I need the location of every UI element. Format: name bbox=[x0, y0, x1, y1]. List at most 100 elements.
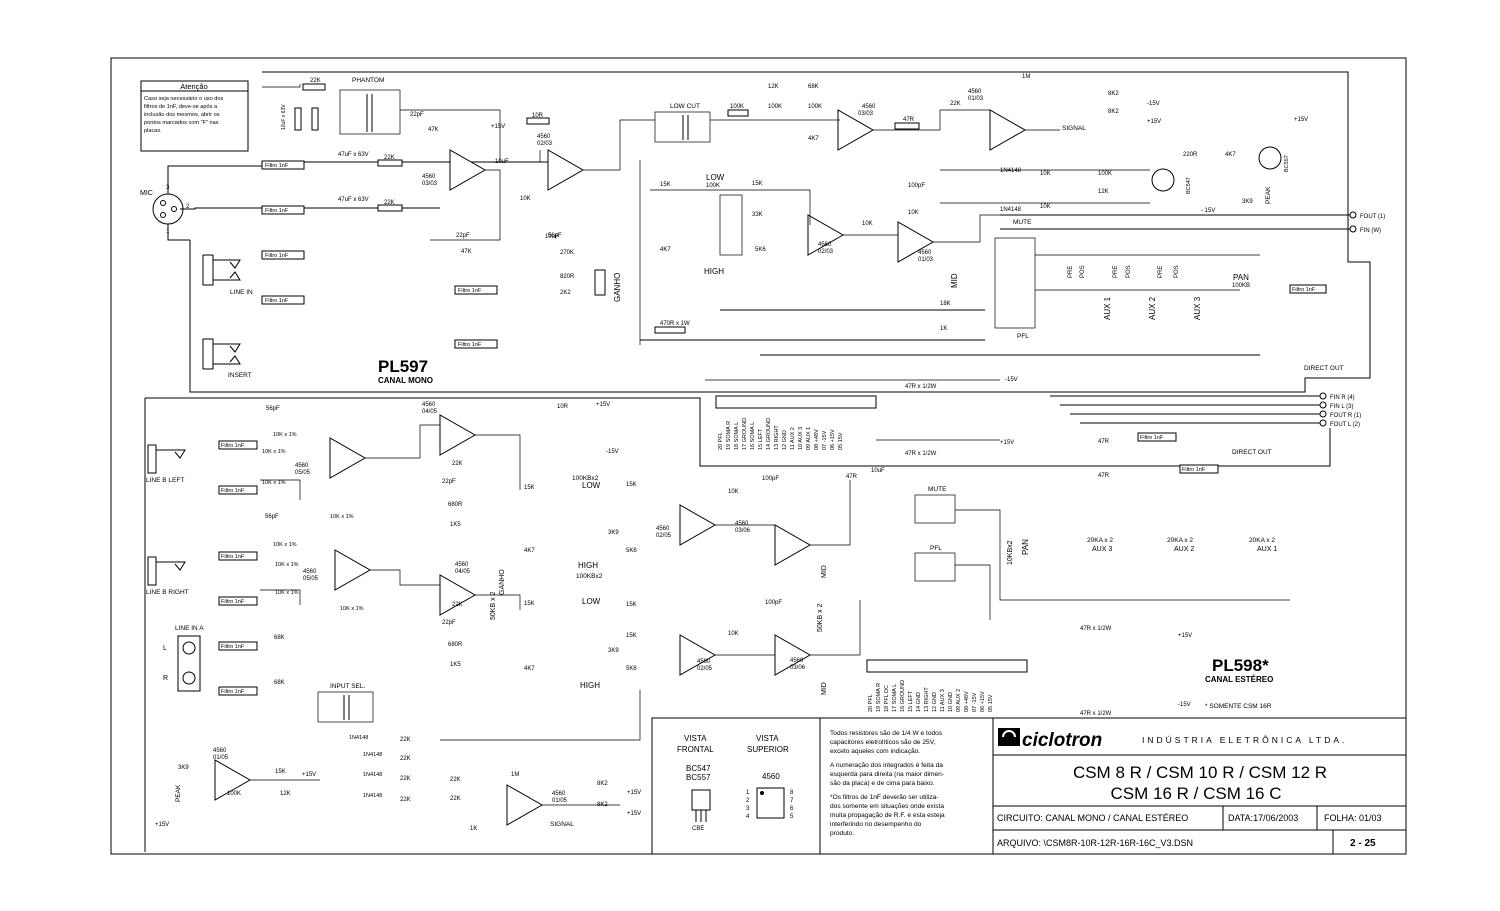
svg-text:1M: 1M bbox=[511, 772, 519, 778]
vista-frontal-line1: VISTA bbox=[684, 734, 707, 743]
svg-text:100K: 100K bbox=[768, 104, 782, 110]
svg-text:AUX 3: AUX 3 bbox=[1092, 546, 1112, 553]
svg-text:22K: 22K bbox=[384, 200, 395, 206]
pl597-outputs: FOUT (1) FIN (W) bbox=[1000, 211, 1385, 234]
connector-pin-label: 16 GROUND bbox=[900, 680, 906, 712]
svg-text:-15V: -15V bbox=[1005, 377, 1018, 383]
svg-text:7: 7 bbox=[790, 798, 794, 804]
svg-text:100KB: 100KB bbox=[1232, 283, 1250, 289]
svg-text:10K x 1%: 10K x 1% bbox=[275, 562, 299, 568]
svg-text:+15V: +15V bbox=[302, 772, 316, 778]
svg-text:47R x 1/2W: 47R x 1/2W bbox=[905, 451, 937, 457]
svg-text:CBE: CBE bbox=[692, 826, 704, 832]
svg-text:4K7: 4K7 bbox=[524, 666, 535, 672]
wiring bbox=[250, 109, 1290, 806]
svg-text:DIRECT OUT: DIRECT OUT bbox=[1304, 365, 1344, 372]
pl598-footnote: * SOMENTE CSM 16R bbox=[1205, 703, 1272, 710]
svg-text:2: 2 bbox=[186, 204, 190, 210]
title-note: muita propagação de R.F. e esta esteja bbox=[830, 812, 945, 819]
svg-text:68K: 68K bbox=[274, 635, 285, 641]
opamp-ic2: 4560 02/03 bbox=[537, 134, 585, 191]
title-note: esquerda para direita (na maior dimen- bbox=[830, 771, 944, 778]
svg-text:8K2: 8K2 bbox=[1108, 91, 1119, 97]
svg-text:+15V: +15V bbox=[1178, 633, 1192, 639]
svg-text:DIRECT OUT: DIRECT OUT bbox=[1232, 449, 1272, 456]
svg-text:20KA x 2: 20KA x 2 bbox=[1249, 537, 1275, 544]
connector-pin-label: 12 GND bbox=[932, 692, 938, 712]
svg-text:10R: 10R bbox=[532, 113, 544, 119]
svg-text:+15V: +15V bbox=[155, 822, 169, 828]
connector-pin-label: 06 +15V bbox=[980, 691, 986, 712]
attention-note: Atenção Caso seja necessário o uso dos f… bbox=[140, 80, 249, 152]
svg-text:10K x 1%: 10K x 1% bbox=[273, 432, 297, 438]
svg-text:56pF: 56pF bbox=[266, 406, 280, 412]
connector-pin-label: 06 +15V bbox=[830, 429, 836, 450]
connector-pin-label: 10 AUX 3 bbox=[798, 427, 804, 450]
svg-text:SIGNAL: SIGNAL bbox=[550, 821, 574, 828]
svg-text:AUX 1: AUX 1 bbox=[1103, 296, 1112, 320]
svg-text:47R x 1/2W: 47R x 1/2W bbox=[905, 384, 937, 390]
svg-text:680R: 680R bbox=[448, 502, 463, 508]
line-in-jack: LINE IN bbox=[202, 254, 253, 296]
svg-text:ciclotron: ciclotron bbox=[1022, 730, 1102, 751]
svg-text:+15V: +15V bbox=[1147, 119, 1161, 125]
transistor-footprint: CBE bbox=[691, 789, 711, 832]
svg-text:HIGH: HIGH bbox=[578, 561, 598, 570]
svg-text:1N4148: 1N4148 bbox=[349, 735, 368, 741]
svg-text:10K: 10K bbox=[908, 210, 919, 216]
svg-text:LOW: LOW bbox=[582, 597, 601, 606]
svg-text:22K: 22K bbox=[400, 776, 411, 782]
svg-text:4560: 4560 bbox=[862, 104, 876, 110]
svg-text:Filtro 1nF: Filtro 1nF bbox=[221, 599, 245, 605]
svg-text:6: 6 bbox=[790, 806, 794, 812]
svg-text:05/05: 05/05 bbox=[303, 576, 319, 582]
sheet-label: FOLHA: 01/03 bbox=[1324, 813, 1382, 823]
opamp-ic5: 4560 01/03 bbox=[897, 221, 935, 263]
svg-text:8K2: 8K2 bbox=[597, 781, 608, 787]
svg-text:22K: 22K bbox=[450, 777, 461, 783]
svg-text:Filtro 1nF: Filtro 1nF bbox=[1140, 435, 1164, 441]
svg-text:100K: 100K bbox=[227, 791, 241, 797]
svg-text:+15V: +15V bbox=[1294, 117, 1308, 123]
filter-boxes: Filtro 1nF Filtro 1nF Filtro 1nF Filtro … bbox=[261, 160, 498, 349]
svg-text:100K: 100K bbox=[730, 104, 744, 110]
svg-text:1N4148: 1N4148 bbox=[363, 793, 382, 799]
connector-pin-label: 05 15V bbox=[838, 432, 844, 450]
svg-text:GANHO: GANHO bbox=[613, 273, 622, 302]
svg-text:47R: 47R bbox=[903, 117, 915, 123]
svg-text:FIN L (3): FIN L (3) bbox=[1330, 404, 1353, 410]
opamp-ic3: 4560 03/03 bbox=[837, 104, 876, 151]
svg-text:02/05: 02/05 bbox=[656, 533, 672, 539]
svg-text:Filtro 1nF: Filtro 1nF bbox=[221, 689, 245, 695]
svg-text:+15V: +15V bbox=[1000, 440, 1014, 446]
svg-text:HIGH: HIGH bbox=[704, 267, 724, 276]
connector-pin-label: 18 SOMA L bbox=[734, 422, 740, 450]
svg-text:1N4148: 1N4148 bbox=[1000, 207, 1022, 213]
svg-text:10uF: 10uF bbox=[545, 234, 559, 240]
svg-text:LOW: LOW bbox=[582, 481, 601, 490]
pl598-board: LINE B LEFT LINE B RIGHT LINE IN A L R F… bbox=[144, 392, 1361, 852]
svg-text:- 15V: - 15V bbox=[1201, 208, 1215, 214]
circuit-label: CIRCUITO: CANAL MONO / CANAL ESTÉREO bbox=[997, 813, 1188, 823]
svg-text:MID: MID bbox=[950, 273, 959, 288]
opamp-ic4: 4560 02/03 bbox=[807, 214, 845, 256]
svg-text:22K: 22K bbox=[950, 101, 961, 107]
svg-text:22K: 22K bbox=[400, 756, 411, 762]
svg-text:02/05: 02/05 bbox=[697, 666, 713, 672]
connector-pin-label: 09 AUX 2 bbox=[956, 689, 962, 712]
svg-text:4: 4 bbox=[746, 814, 750, 820]
svg-text:68K: 68K bbox=[808, 84, 819, 90]
svg-text:LOW CUT: LOW CUT bbox=[670, 103, 700, 110]
svg-text:12K: 12K bbox=[280, 791, 291, 797]
vista-superior-line2: SUPERIOR bbox=[747, 745, 789, 754]
svg-text:FOUT L (2): FOUT L (2) bbox=[1330, 422, 1360, 428]
connector-pin-label: 17 SOMA L bbox=[892, 684, 898, 712]
svg-text:4560: 4560 bbox=[295, 463, 309, 469]
file-label: ARQUIVO: \CSM8R-10R-12R-16R-16C_V3.DSN bbox=[997, 838, 1193, 848]
connector-pin-label: 20 PFL bbox=[718, 432, 724, 450]
svg-text:47K: 47K bbox=[428, 127, 439, 133]
connector-pin-label: 14 GROUND bbox=[766, 418, 772, 450]
svg-text:PAN: PAN bbox=[1021, 539, 1030, 555]
